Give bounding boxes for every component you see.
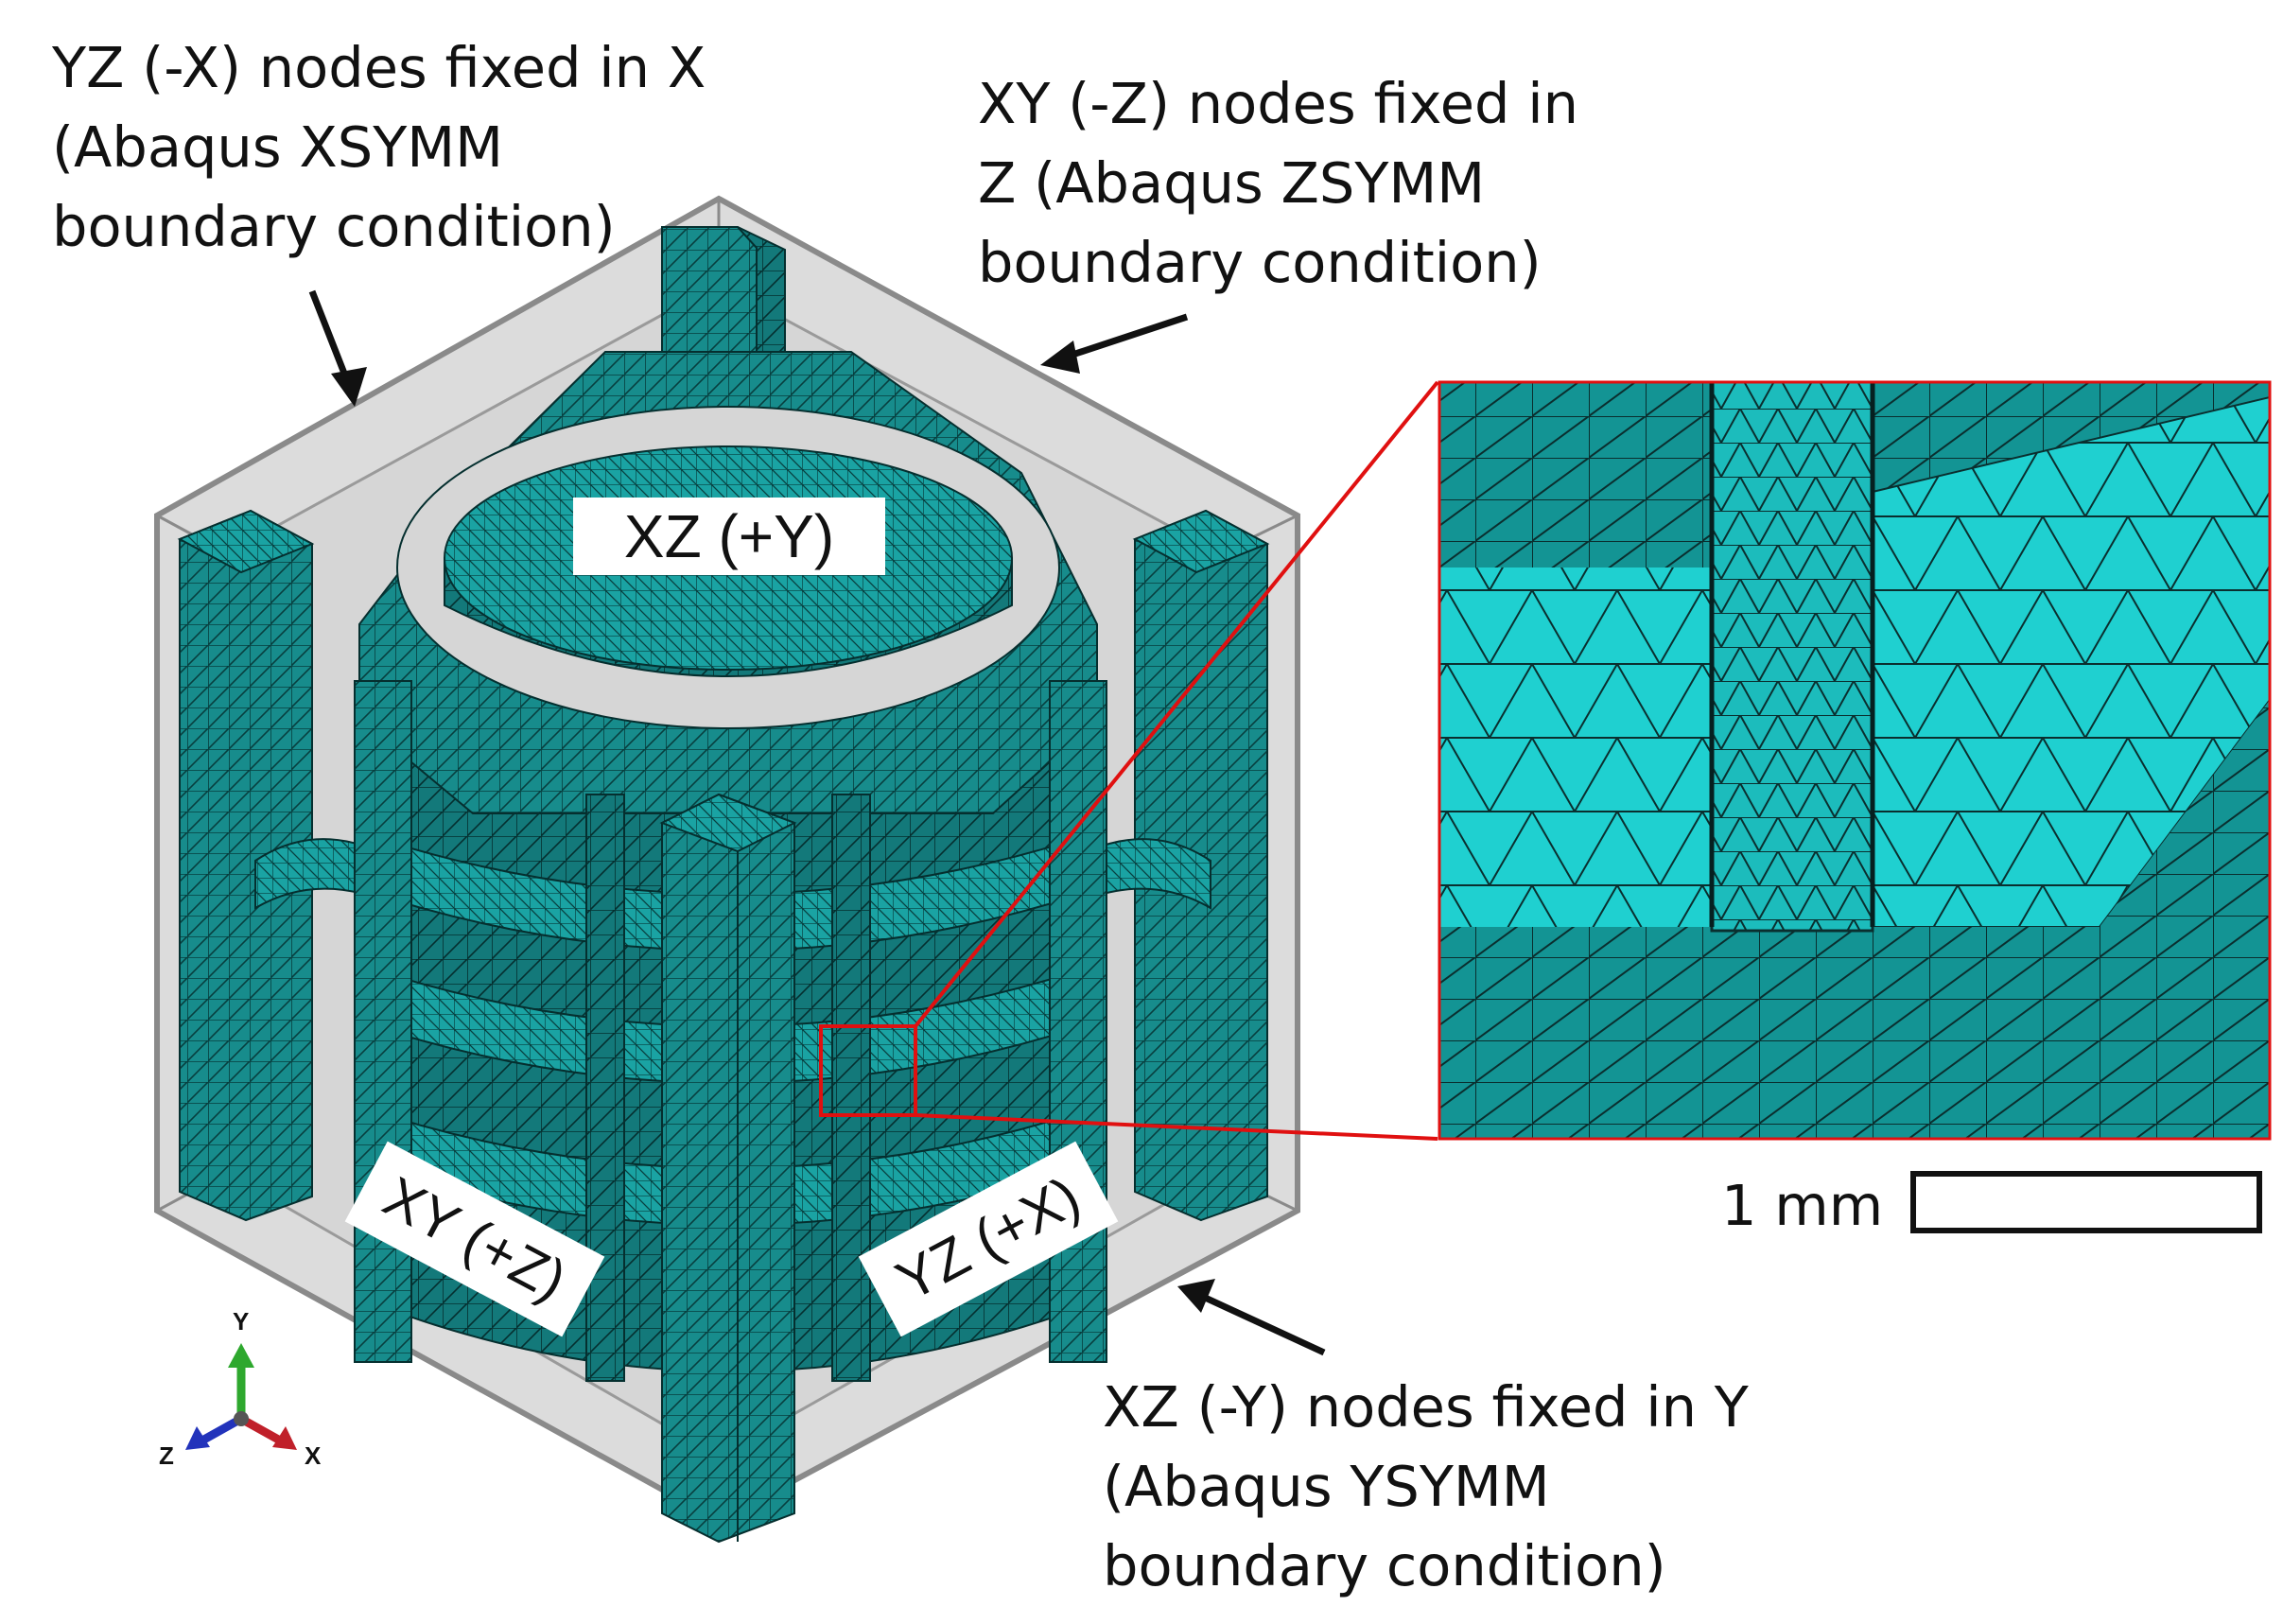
- zoom-inset-frame: [1438, 380, 2272, 1141]
- axis-triad: [185, 1343, 297, 1450]
- arrow-x-symm: [308, 289, 367, 407]
- face-label-top: XZ (+Y): [573, 498, 885, 575]
- annotation-y-symm: XZ (-Y) nodes fixed in Y (Abaqus YSYMM b…: [1103, 1368, 1749, 1606]
- annotation-x-symm: YZ (-X) nodes fixed in X (Abaqus XSYMM b…: [52, 28, 706, 267]
- annotation-x-symm-line1: YZ (-X) nodes fixed in X: [52, 35, 706, 100]
- scale-bar-label: 1 mm: [1721, 1173, 1884, 1238]
- annotation-z-symm-line1: XY (-Z) nodes fixed in: [978, 71, 1578, 136]
- axis-x-label: X: [305, 1441, 322, 1470]
- zoom-connector-top: [914, 380, 1439, 1028]
- zoom-source-box: [819, 1024, 917, 1117]
- scale-bar: [1910, 1171, 2262, 1233]
- mesh-pillar-left: [177, 509, 315, 1222]
- mesh-pillar-front: [659, 793, 797, 1544]
- zoom-connector-bottom: [915, 1113, 1438, 1141]
- annotation-y-symm-line3: boundary condition): [1103, 1533, 1666, 1598]
- annotation-y-symm-line1: XZ (-Y) nodes fixed in Y: [1103, 1374, 1749, 1440]
- axis-z-label: Z: [159, 1441, 174, 1470]
- annotation-x-symm-line3: boundary condition): [52, 194, 616, 259]
- annotation-y-symm-line2: (Abaqus YSYMM: [1103, 1454, 1550, 1519]
- annotation-x-symm-line2: (Abaqus XSYMM: [52, 114, 504, 180]
- annotation-z-symm-line3: boundary condition): [978, 230, 1542, 295]
- axis-y-label: Y: [233, 1307, 250, 1336]
- axis-x-arrow: [238, 1415, 285, 1445]
- arrow-z-symm: [1040, 313, 1189, 374]
- annotation-z-symm-line2: Z (Abaqus ZSYMM: [978, 150, 1486, 216]
- zoom-inset: [1439, 382, 2270, 1139]
- axis-z-arrow: [198, 1415, 244, 1445]
- arrow-y-symm: [1177, 1279, 1326, 1356]
- annotation-z-symm: XY (-Z) nodes fixed in Z (Abaqus ZSYMM b…: [978, 64, 1578, 303]
